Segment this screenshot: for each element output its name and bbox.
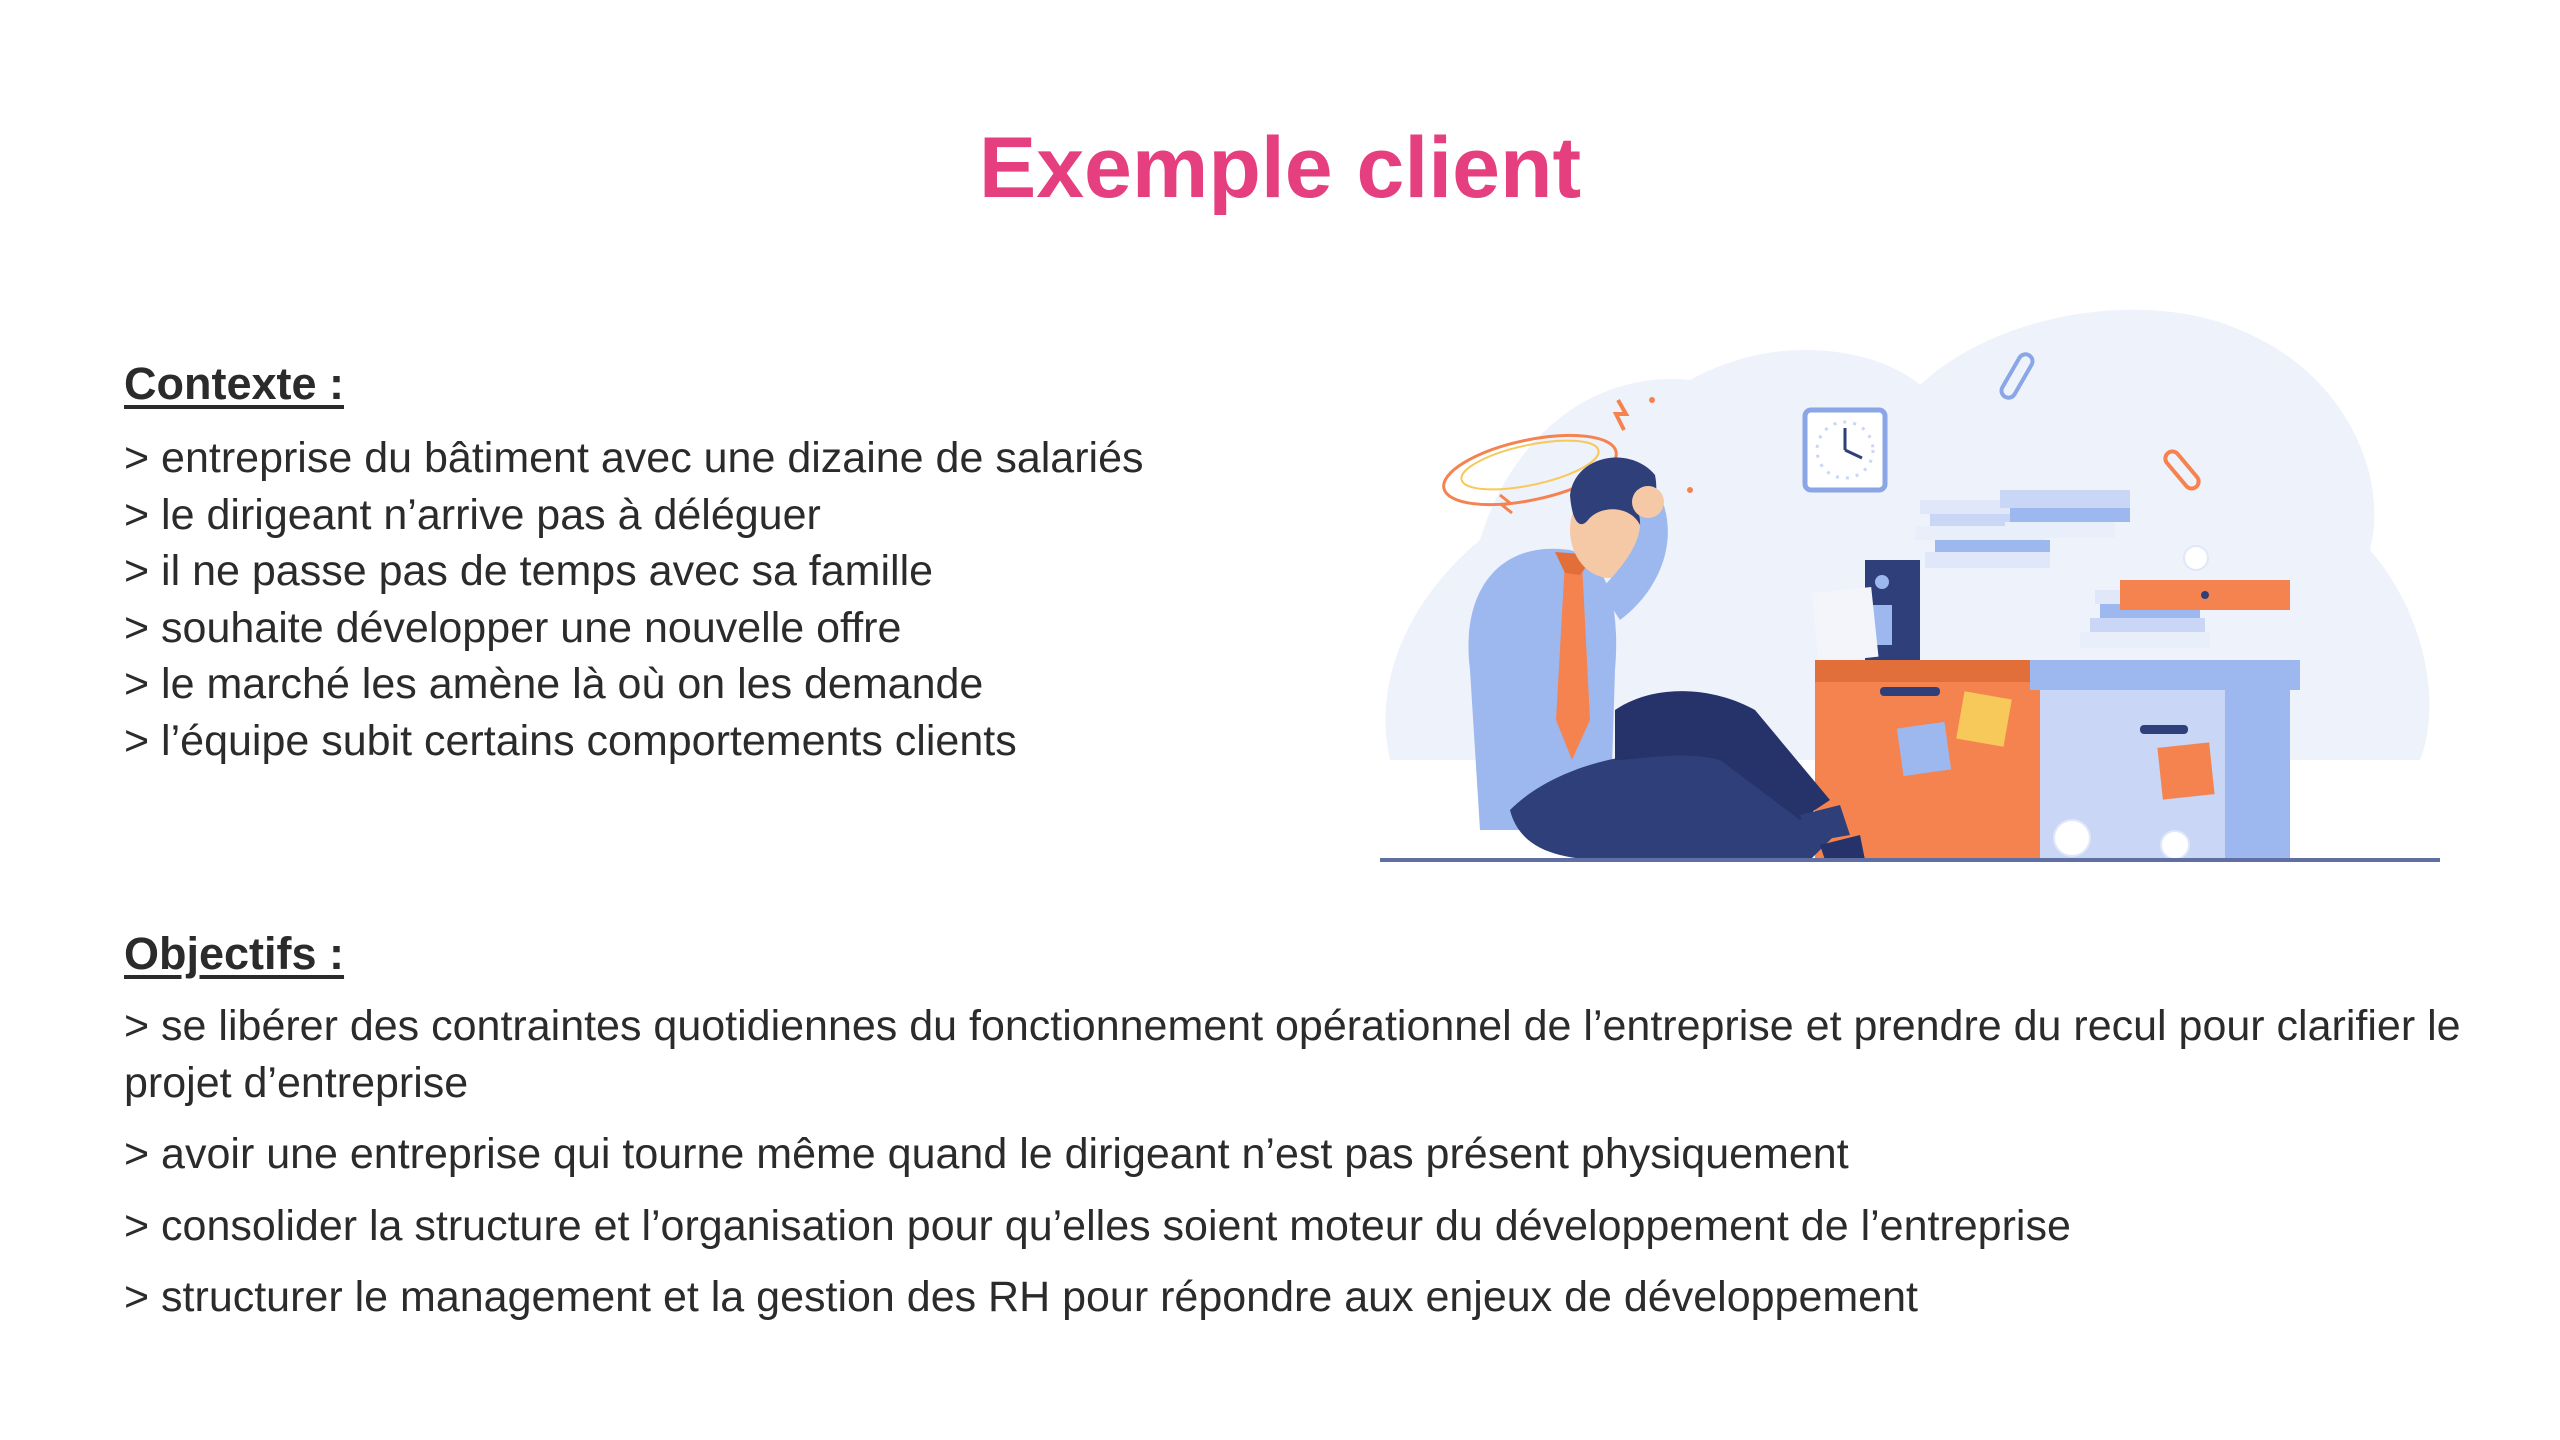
context-item: > il ne passe pas de temps avec sa famil… <box>124 547 934 595</box>
objective-item: > avoir une entreprise qui tourne même q… <box>124 1130 1849 1178</box>
man-figure <box>1442 397 1865 860</box>
context-item: > le marché les amène là où on les deman… <box>124 660 984 708</box>
objectives-list: > se libérer des contraintes quotidienne… <box>124 998 2464 1341</box>
page-title: Exemple client <box>978 120 1582 216</box>
clock-icon <box>1802 407 1888 493</box>
objective-item: > se libérer des contraintes quotidienne… <box>124 1002 2461 1107</box>
objective-item: > consolider la structure et l’organisat… <box>124 1201 2071 1250</box>
objectives-heading: Objectifs : <box>124 928 345 979</box>
context-item: > souhaite développer une nouvelle offre <box>124 603 902 652</box>
context-item: > l’équipe subit certains comportements … <box>124 716 1017 765</box>
paperclip-icon <box>2163 449 2201 491</box>
blue-box <box>2030 660 2300 860</box>
paperclip-icon <box>1999 352 2035 400</box>
objective-item: > structurer le management et la gestion… <box>124 1273 1918 1321</box>
context-list: > entreprise du bâtiment avec une dizain… <box>124 430 1324 769</box>
context-item: > le dirigeant n’arrive pas à déléguer <box>124 490 821 539</box>
stressed-man-illustration <box>1380 309 2440 862</box>
context-item: > entreprise du bâtiment avec une dizain… <box>124 434 1144 482</box>
context-heading: Contexte : <box>124 358 345 409</box>
orange-box <box>1815 660 2060 860</box>
